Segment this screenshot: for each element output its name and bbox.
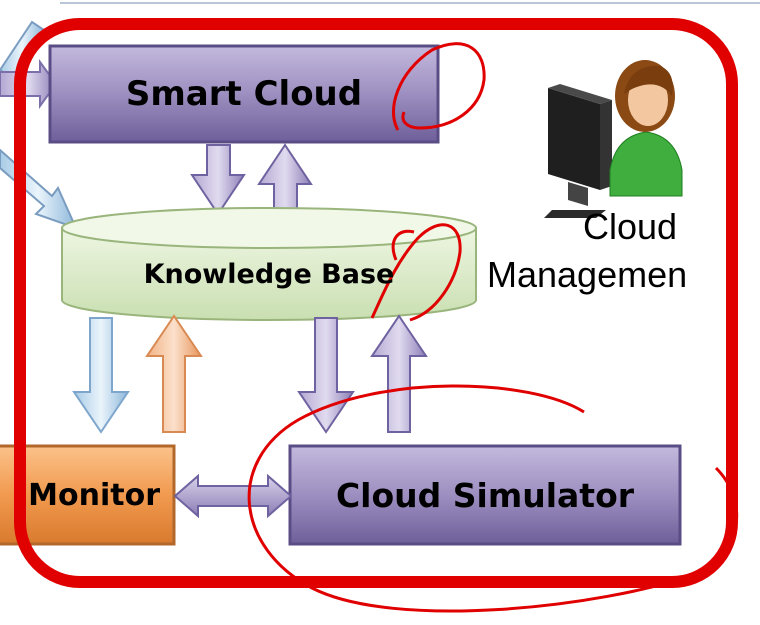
cloud-management-label-line1: Cloud bbox=[582, 206, 678, 247]
knowledge-base-cylinder bbox=[61, 207, 477, 321]
arrow-monitor-simulator bbox=[173, 473, 293, 519]
arrow-monitor-to-kb bbox=[145, 314, 203, 433]
arrow-simulator-to-kb bbox=[370, 314, 428, 433]
monitor-box bbox=[0, 444, 176, 546]
annotation-rounded-frame bbox=[14, 18, 738, 588]
arrow-kb-to-monitor bbox=[72, 317, 130, 434]
cloud-management-label-line2: Managemen bbox=[487, 254, 688, 295]
annotation-circle-knowledge-base bbox=[370, 223, 462, 322]
arrow-smart-cloud-to-kb bbox=[190, 144, 246, 216]
smart-cloud-label: Smart Cloud bbox=[125, 74, 363, 114]
cloud-simulator-box bbox=[288, 444, 682, 546]
annotation-swoosh-right-edge bbox=[391, 229, 415, 261]
smart-cloud-box bbox=[48, 44, 440, 144]
cloud-simulator-label: Cloud Simulator bbox=[335, 475, 635, 515]
incoming-arrow-to-knowledge-base bbox=[0, 148, 78, 230]
user-at-computer-icon bbox=[544, 60, 683, 218]
annotation-ellipse-simulator bbox=[247, 384, 739, 613]
knowledge-base-label: Knowledge Base bbox=[143, 258, 395, 290]
monitor-label: Monitor bbox=[28, 477, 160, 513]
arrow-kb-to-smart-cloud bbox=[257, 143, 313, 215]
annotation-circle-smart-cloud bbox=[391, 42, 486, 131]
